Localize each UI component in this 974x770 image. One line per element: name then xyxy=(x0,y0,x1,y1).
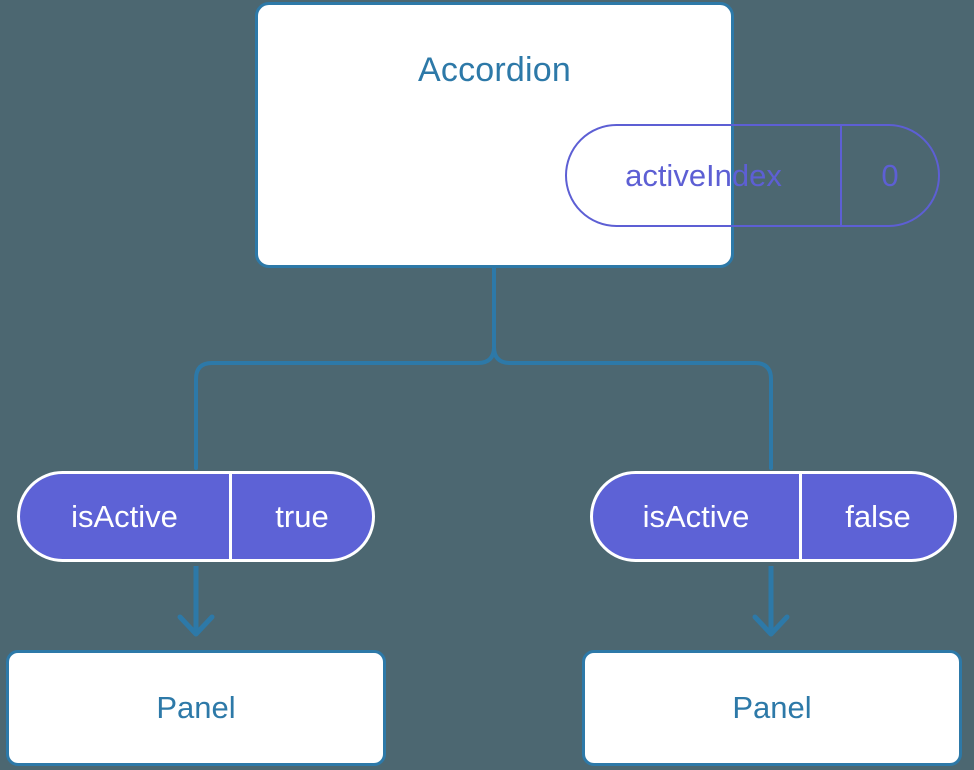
state-badge-key: activeIndex xyxy=(567,126,842,225)
accordion-title: Accordion xyxy=(418,51,571,89)
prop-badge-key: isActive xyxy=(593,474,802,559)
arrow-head-left xyxy=(177,614,215,637)
panel-title: Panel xyxy=(732,690,812,725)
prop-badge-key: isActive xyxy=(20,474,232,559)
state-badge-activeindex: activeIndex 0 xyxy=(565,124,940,227)
panel-component-card-right: Panel xyxy=(582,650,962,766)
state-badge-value: 0 xyxy=(881,157,899,193)
branch-path-left xyxy=(194,264,496,470)
prop-badge-isactive-false: isActive false xyxy=(590,471,957,562)
panel-component-card-left: Panel xyxy=(6,650,386,766)
panel-title: Panel xyxy=(156,690,236,725)
accordion-component-card: Accordion activeIndex 0 xyxy=(255,2,940,268)
arrow-head-right xyxy=(752,614,790,637)
prop-badge-value: true xyxy=(275,498,329,534)
prop-badge-value: false xyxy=(845,498,911,534)
branch-path-right xyxy=(492,264,773,470)
prop-badge-isactive-true: isActive true xyxy=(17,471,375,562)
